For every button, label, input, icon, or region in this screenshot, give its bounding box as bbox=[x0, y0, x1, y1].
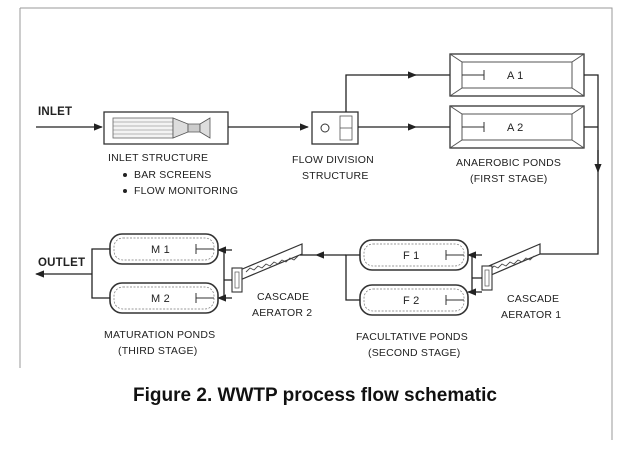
cascade-1-label-1: CASCADE bbox=[507, 293, 559, 305]
flow-line bbox=[471, 256, 482, 292]
cascade-2-label-1: CASCADE bbox=[257, 291, 309, 303]
cascade-aerator-2 bbox=[231, 243, 303, 293]
flow-division-label-2: STRUCTURE bbox=[302, 170, 369, 182]
anaerobic-pond-a1 bbox=[449, 53, 585, 97]
flow-division-label-1: FLOW DIVISION bbox=[292, 154, 374, 166]
flow-line bbox=[345, 74, 450, 112]
pond-m1-label: M 1 bbox=[151, 244, 170, 256]
flow-division-structure bbox=[311, 111, 359, 145]
cascade-1-label-2: AERATOR 1 bbox=[501, 309, 561, 321]
flow-monitoring-label: FLOW MONITORING bbox=[134, 185, 238, 197]
pond-f2-label: F 2 bbox=[403, 295, 420, 307]
facultative-label-2: (SECOND STAGE) bbox=[368, 347, 460, 359]
pond-m2-label: M 2 bbox=[151, 293, 170, 305]
bar-screens-label: BAR SCREENS bbox=[134, 169, 211, 181]
pond-f1-label: F 1 bbox=[403, 250, 420, 262]
anaerobic-label-2: (FIRST STAGE) bbox=[470, 173, 547, 185]
cascade-2-label-2: AERATOR 2 bbox=[252, 307, 312, 319]
maturation-label-2: (THIRD STAGE) bbox=[118, 345, 197, 357]
bullet-icon bbox=[123, 173, 127, 177]
outlet-label: OUTLET bbox=[38, 257, 85, 269]
flow-line bbox=[345, 254, 360, 301]
flow-line bbox=[223, 250, 232, 298]
figure-caption: Figure 2. WWTP process flow schematic bbox=[133, 385, 497, 406]
pond-a1-label: A 1 bbox=[507, 70, 524, 82]
inlet-structure bbox=[103, 111, 229, 145]
maturation-label-1: MATURATION PONDS bbox=[104, 329, 215, 341]
anaerobic-pond-a2 bbox=[449, 105, 585, 149]
pond-a2-label: A 2 bbox=[507, 122, 524, 134]
frame-border bbox=[20, 7, 613, 440]
anaerobic-label-1: ANAEROBIC PONDS bbox=[456, 157, 561, 169]
flow-line bbox=[91, 248, 110, 299]
facultative-label-1: FACULTATIVE PONDS bbox=[356, 331, 468, 343]
inlet-structure-label: INLET STRUCTURE bbox=[108, 152, 208, 164]
cascade-aerator-1 bbox=[481, 243, 541, 291]
maturation-pond-m1 bbox=[109, 233, 219, 265]
bullet-icon bbox=[123, 189, 127, 193]
inlet-label: INLET bbox=[38, 106, 72, 118]
